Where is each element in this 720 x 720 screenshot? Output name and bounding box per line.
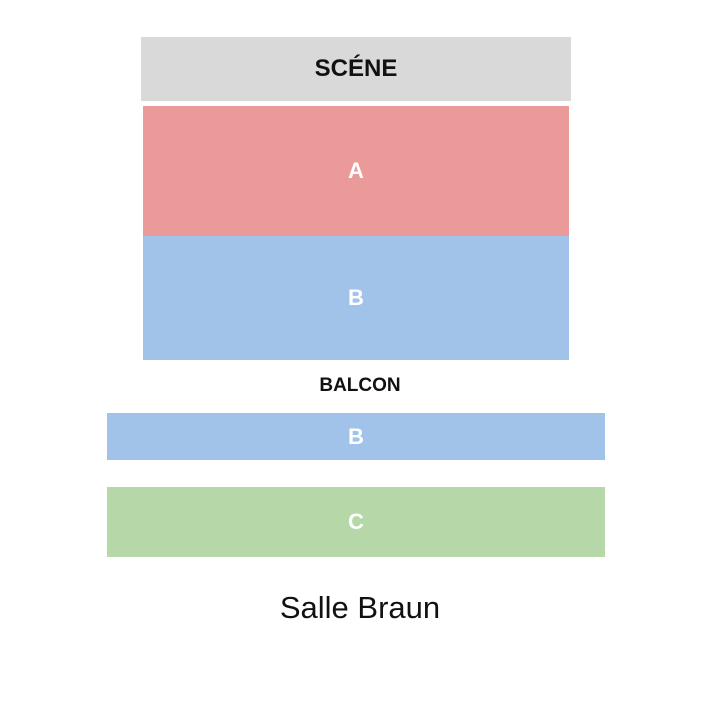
- venue-name: Salle Braun: [279, 590, 441, 625]
- stage-area: SCÉNE: [141, 37, 571, 101]
- section-a-orchestra[interactable]: A: [143, 106, 569, 236]
- balcony-section-c-label: C: [348, 509, 364, 534]
- section-b-orchestra[interactable]: B: [143, 236, 569, 360]
- section-c-balcony[interactable]: C: [107, 487, 605, 557]
- section-a-label: A: [348, 158, 364, 183]
- balcony-heading: BALCON: [319, 375, 401, 396]
- section-b-label: B: [348, 285, 364, 310]
- stage-label: SCÉNE: [314, 55, 398, 82]
- balcony-section-b-label: B: [348, 423, 364, 449]
- section-b-balcony[interactable]: B: [107, 413, 605, 460]
